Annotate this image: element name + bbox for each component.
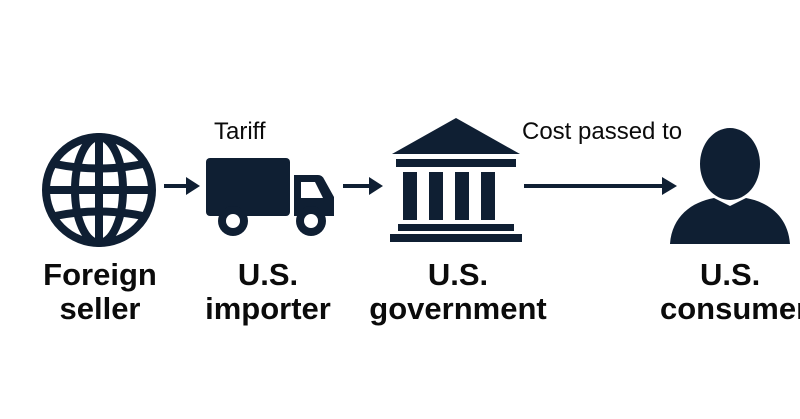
arrow-importer-to-government <box>343 177 383 195</box>
us-government-label: U.S. government <box>366 258 550 326</box>
us-importer-label: U.S. importer <box>188 258 348 326</box>
us-consumer-label: U.S. consumer <box>650 258 800 326</box>
label-line-1: U.S. <box>237 257 299 292</box>
cost-passed-annotation: Cost passed to <box>522 118 683 145</box>
arrow-seller-to-importer <box>164 177 200 195</box>
arrow-government-to-consumer <box>524 177 677 195</box>
government-building-icon <box>390 118 522 242</box>
foreign-seller-label: Foreign seller <box>20 258 180 326</box>
person-icon <box>670 128 790 244</box>
label-line-2: seller <box>59 291 141 326</box>
label-line-1: U.S. <box>700 257 761 292</box>
label-line-1: Foreign <box>43 257 157 292</box>
label-line-2: consumer <box>660 291 800 326</box>
label-line-2: government <box>369 291 547 326</box>
truck-icon <box>206 158 334 236</box>
globe-icon <box>42 133 156 247</box>
tariff-annotation: Tariff <box>214 118 266 145</box>
label-line-1: U.S. <box>427 257 489 292</box>
label-line-2: importer <box>205 291 331 326</box>
